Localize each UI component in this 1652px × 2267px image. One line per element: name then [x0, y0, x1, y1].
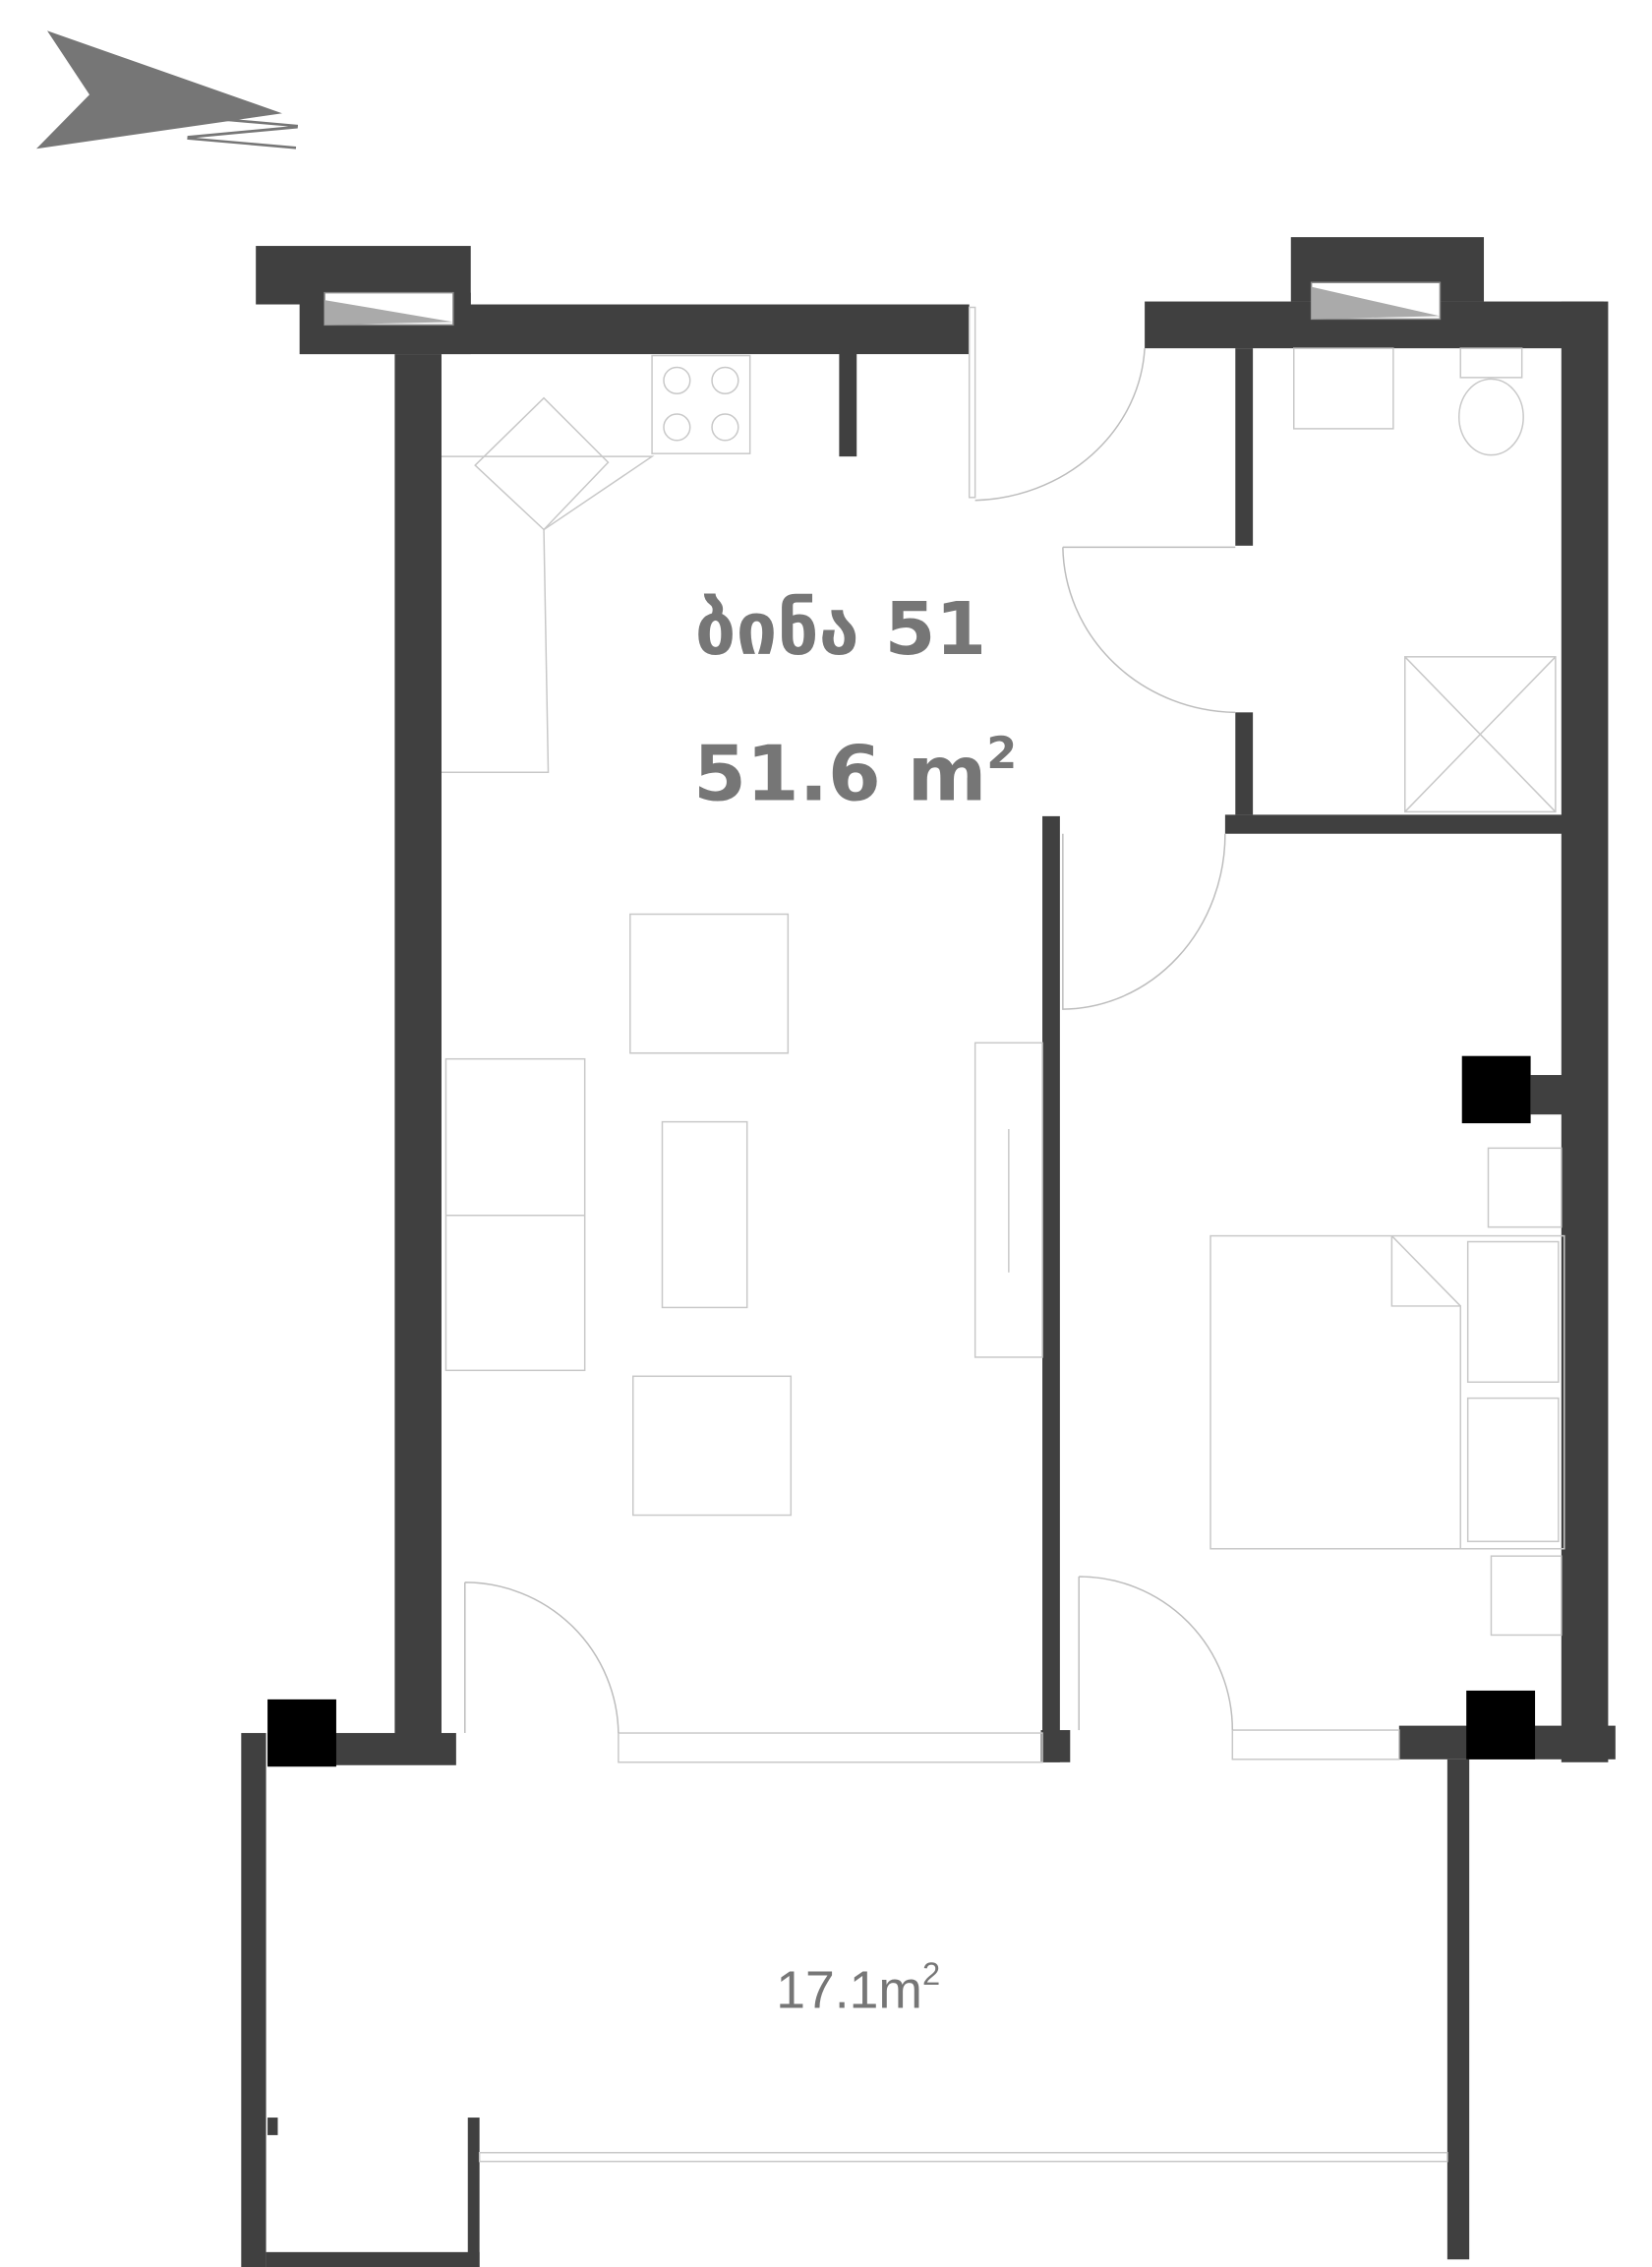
- balcony-area: 17.1m2: [776, 1955, 940, 2020]
- apartment-name: ბინა 51: [695, 586, 986, 672]
- doors: [464, 348, 1236, 1734]
- apartment-area-value: 51.6 m: [693, 731, 986, 819]
- walls: [241, 237, 1616, 2267]
- balcony-area-unit: 2: [922, 1955, 940, 1992]
- compass: N: [35, 30, 334, 159]
- furniture: [441, 347, 1565, 1637]
- north-arrow-icon: [35, 30, 282, 149]
- columns: [267, 1055, 1536, 1767]
- balcony-area-value: 17.1m: [776, 1962, 922, 2020]
- apartment-area: 51.6 m2: [693, 728, 1017, 819]
- windows: [478, 306, 1448, 2163]
- apartment-area-unit: 2: [986, 728, 1017, 779]
- north-label: N: [156, 105, 334, 159]
